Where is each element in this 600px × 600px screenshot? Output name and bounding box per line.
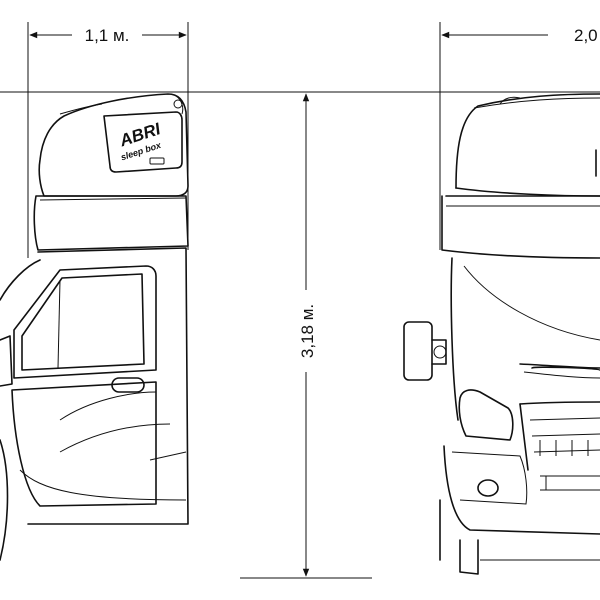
sleep-box-pod-side — [38, 93, 189, 197]
depth-dimension: 1,1 м. — [29, 26, 187, 45]
headlight — [458, 389, 514, 441]
height-label: 3,18 м. — [298, 304, 317, 358]
depth-label: 1,1 м. — [85, 26, 130, 45]
height-dimension: 3,18 м. — [298, 93, 317, 577]
width-label: 2,0 — [574, 26, 598, 45]
reference-lines — [0, 22, 600, 579]
width-dimension: 2,0 — [441, 26, 598, 45]
side-door — [11, 381, 157, 507]
front-view-vehicle — [403, 93, 600, 575]
front-mirror — [403, 321, 447, 381]
sleep-box-pod-front — [455, 93, 600, 189]
grille — [519, 401, 600, 471]
side-window — [13, 265, 157, 379]
logo-plate — [103, 111, 183, 173]
